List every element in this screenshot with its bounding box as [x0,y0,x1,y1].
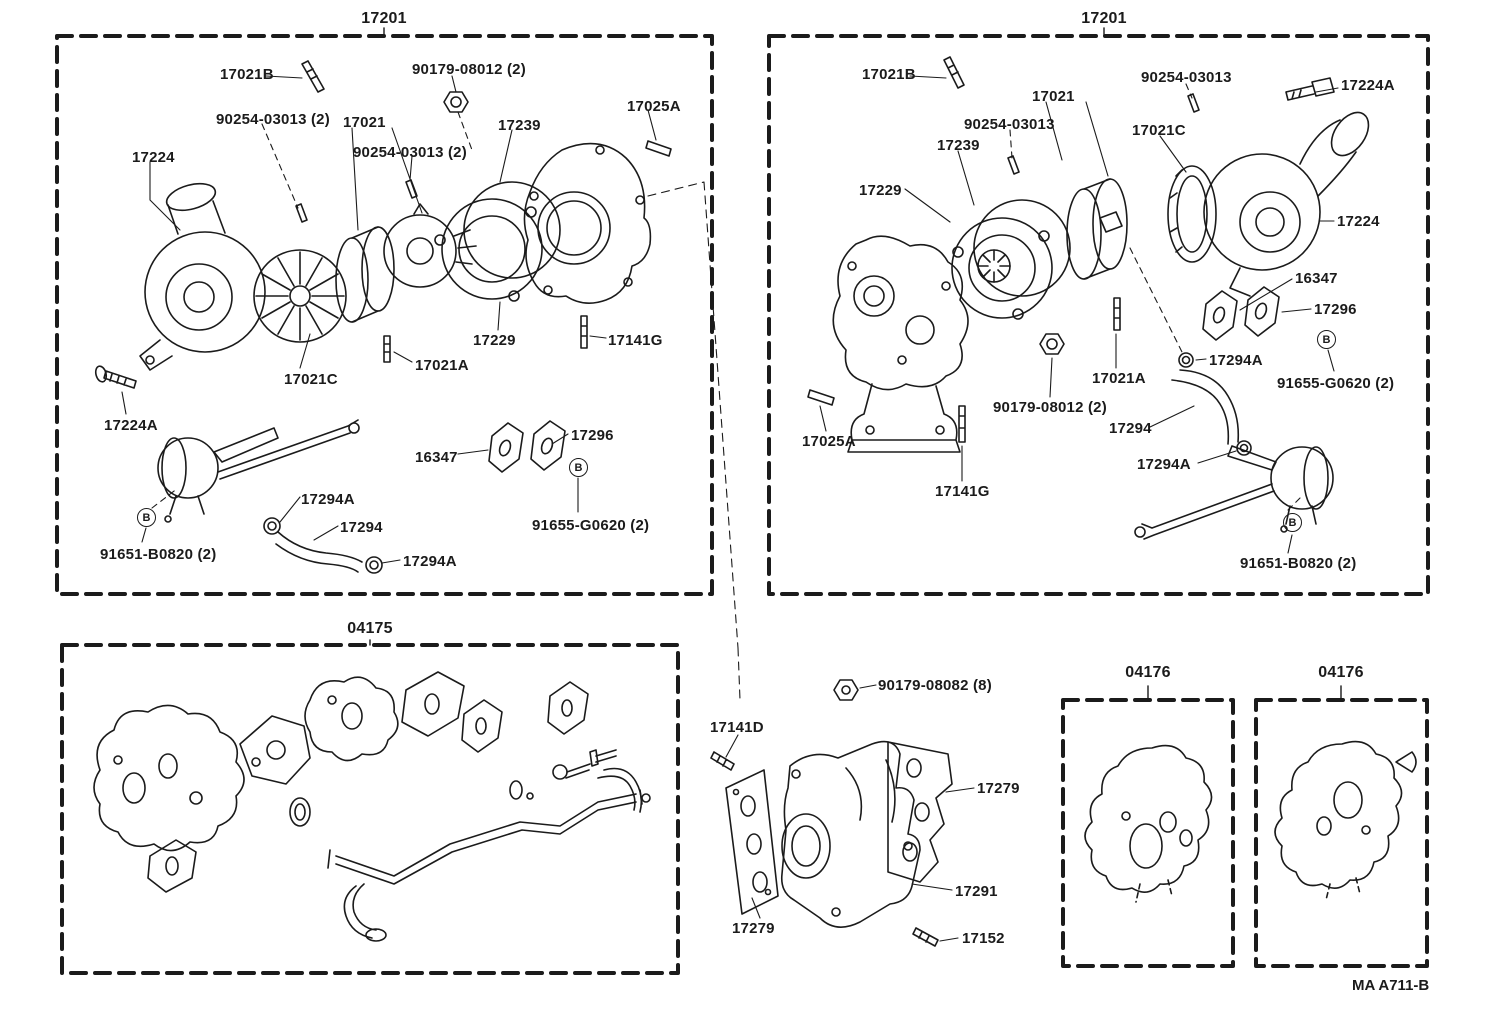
box-title-turbo-left: 17201 [361,10,407,27]
part-label-91651-B0820: 91651-B0820 (2) [1240,555,1357,572]
part-label-17224A: 17224A [104,417,158,434]
part-label-17021B: 17021B [220,66,274,83]
part-label-17294: 17294 [1109,420,1152,437]
gasket-kit-drawing [93,671,651,942]
part-label-90179-08012: 90179-08012 (2) [993,399,1107,416]
part-label-17294: 17294 [340,519,383,536]
part-label-17021C: 17021C [284,371,338,388]
part-label-90254-03013: 90254-03013 [964,116,1055,133]
circled-b-marker: B [137,508,156,527]
part-label-90254-03013: 90254-03013 (2) [353,144,467,161]
part-label-90254-03013: 90254-03013 [1141,69,1232,86]
part-label-17239: 17239 [937,137,980,154]
part-label-91655-G0620: 91655-G0620 (2) [1277,375,1395,392]
turbo-right-drawing [807,56,1370,540]
part-label-17141D: 17141D [710,719,764,736]
leader-lines [121,75,1339,942]
gasket-04176-left-drawing [1084,744,1213,903]
part-label-17294A: 17294A [1209,352,1263,369]
part-label-91651-B0820: 91651-B0820 (2) [100,546,217,563]
part-label-17291: 17291 [955,883,998,900]
part-label-17229: 17229 [473,332,516,349]
part-label-17141G: 17141G [935,483,990,500]
part-label-17294A: 17294A [403,553,457,570]
box-title-gasket-kit: 04175 [347,620,393,637]
box-title-04176-left: 04176 [1125,664,1171,681]
part-label-90179-08012: 90179-08012 (2) [412,61,526,78]
gasket-04176-right-drawing [1274,740,1417,901]
part-label-17021A: 17021A [415,357,469,374]
part-label-90179-08082: 90179-08082 (8) [878,677,992,694]
part-label-17224A: 17224A [1341,77,1395,94]
part-label-17152: 17152 [962,930,1005,947]
part-label-17296: 17296 [1314,301,1357,318]
part-label-17294A: 17294A [1137,456,1191,473]
part-label-17025A: 17025A [627,98,681,115]
circled-b-marker: B [1317,330,1336,349]
part-label-17229: 17229 [859,182,902,199]
part-label-17224: 17224 [132,149,175,166]
title-ticks [369,27,1342,701]
part-label-17021: 17021 [343,114,386,131]
part-label-17021A: 17021A [1092,370,1146,387]
part-label-17025A: 17025A [802,433,856,450]
part-label-17141G: 17141G [608,332,663,349]
manifold-drawing [710,679,953,947]
part-label-17021: 17021 [1032,88,1075,105]
part-label-16347: 16347 [1295,270,1338,287]
part-label-17279: 17279 [732,920,775,937]
drawing-code: MA A711-B [1352,977,1430,994]
part-label-17296: 17296 [571,427,614,444]
part-label-17224: 17224 [1337,213,1380,230]
turbo-left-drawing [94,60,672,574]
part-label-91655-G0620: 91655-G0620 (2) [532,517,650,534]
part-label-17279: 17279 [977,780,1020,797]
circled-b-marker: B [569,458,588,477]
part-label-17021C: 17021C [1132,122,1186,139]
circled-b-marker: B [1283,513,1302,532]
part-label-90254-03013: 90254-03013 (2) [216,111,330,128]
section-boxes [55,34,1430,975]
part-label-17021B: 17021B [862,66,916,83]
part-label-17294A: 17294A [301,491,355,508]
box-title-04176-right: 04176 [1318,664,1364,681]
part-label-16347: 16347 [415,449,458,466]
box-title-turbo-right: 17201 [1081,10,1127,27]
part-label-17239: 17239 [498,117,541,134]
